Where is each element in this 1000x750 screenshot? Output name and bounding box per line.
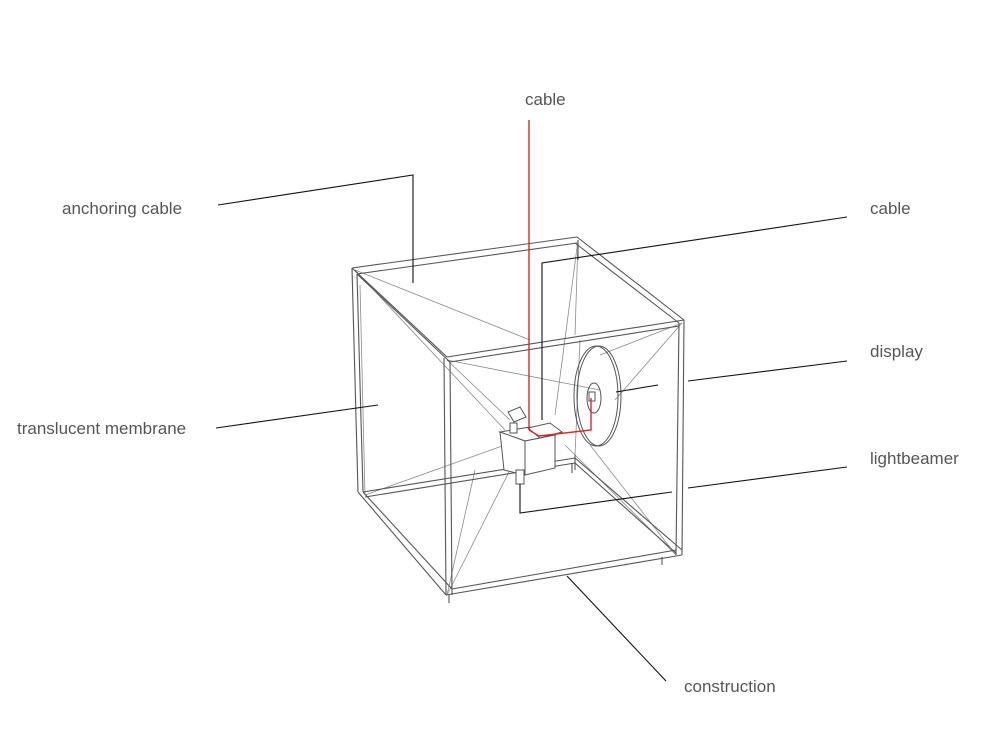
cube-back-frame	[574, 240, 579, 470]
leader-display-inner	[615, 384, 659, 393]
power-cable	[528, 120, 592, 437]
leader-lightbeamer-inner	[519, 484, 673, 514]
lightbeamer-device	[498, 406, 564, 485]
leader-lightbeamer	[687, 466, 848, 489]
label-translucent-membrane: translucent membrane	[17, 419, 187, 438]
display-disc	[573, 345, 622, 447]
leader-translucent-membrane	[215, 404, 379, 429]
label-lightbeamer: lightbeamer	[870, 449, 959, 468]
label-construction: construction	[684, 677, 776, 696]
label-anchoring-cable: anchoring cable	[62, 199, 183, 218]
label-cable-top: cable	[525, 90, 566, 109]
label-cable-right: cable	[870, 199, 911, 218]
cube-frame	[351, 236, 685, 603]
leader-construction	[566, 575, 667, 682]
leader-anchoring-cable	[217, 174, 414, 283]
label-display: display	[870, 342, 923, 361]
leader-lines	[215, 174, 848, 682]
leader-display	[687, 360, 848, 382]
leader-cable-right	[541, 216, 848, 420]
